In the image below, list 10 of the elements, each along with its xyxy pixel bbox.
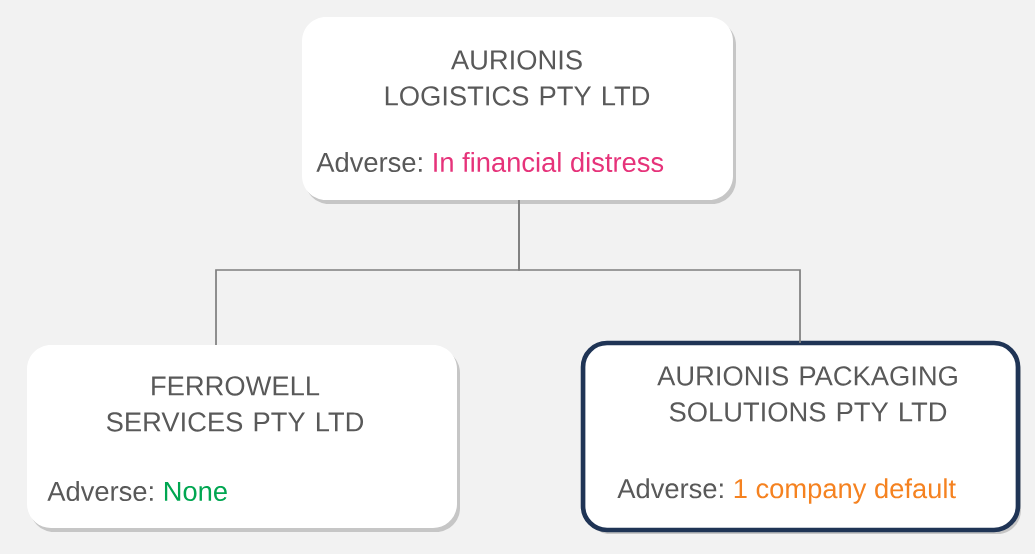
adverse-status: Adverse: 1 company default bbox=[617, 478, 956, 504]
company-box bbox=[302, 17, 736, 204]
company-name: FERROWELL SERVICES PTY LTD bbox=[106, 376, 364, 432]
company-box bbox=[580, 340, 1021, 534]
adverse-status: Adverse: None bbox=[47, 480, 227, 502]
company-name: AURIONIS PACKAGING SOLUTIONS PTY LTD bbox=[657, 366, 957, 422]
adverse-status: Adverse: In financial distress bbox=[316, 151, 664, 173]
company-name: AURIONIS LOGISTICS PTY LTD bbox=[385, 50, 650, 106]
connector-line bbox=[518, 199, 801, 344]
company-box bbox=[27, 345, 460, 532]
